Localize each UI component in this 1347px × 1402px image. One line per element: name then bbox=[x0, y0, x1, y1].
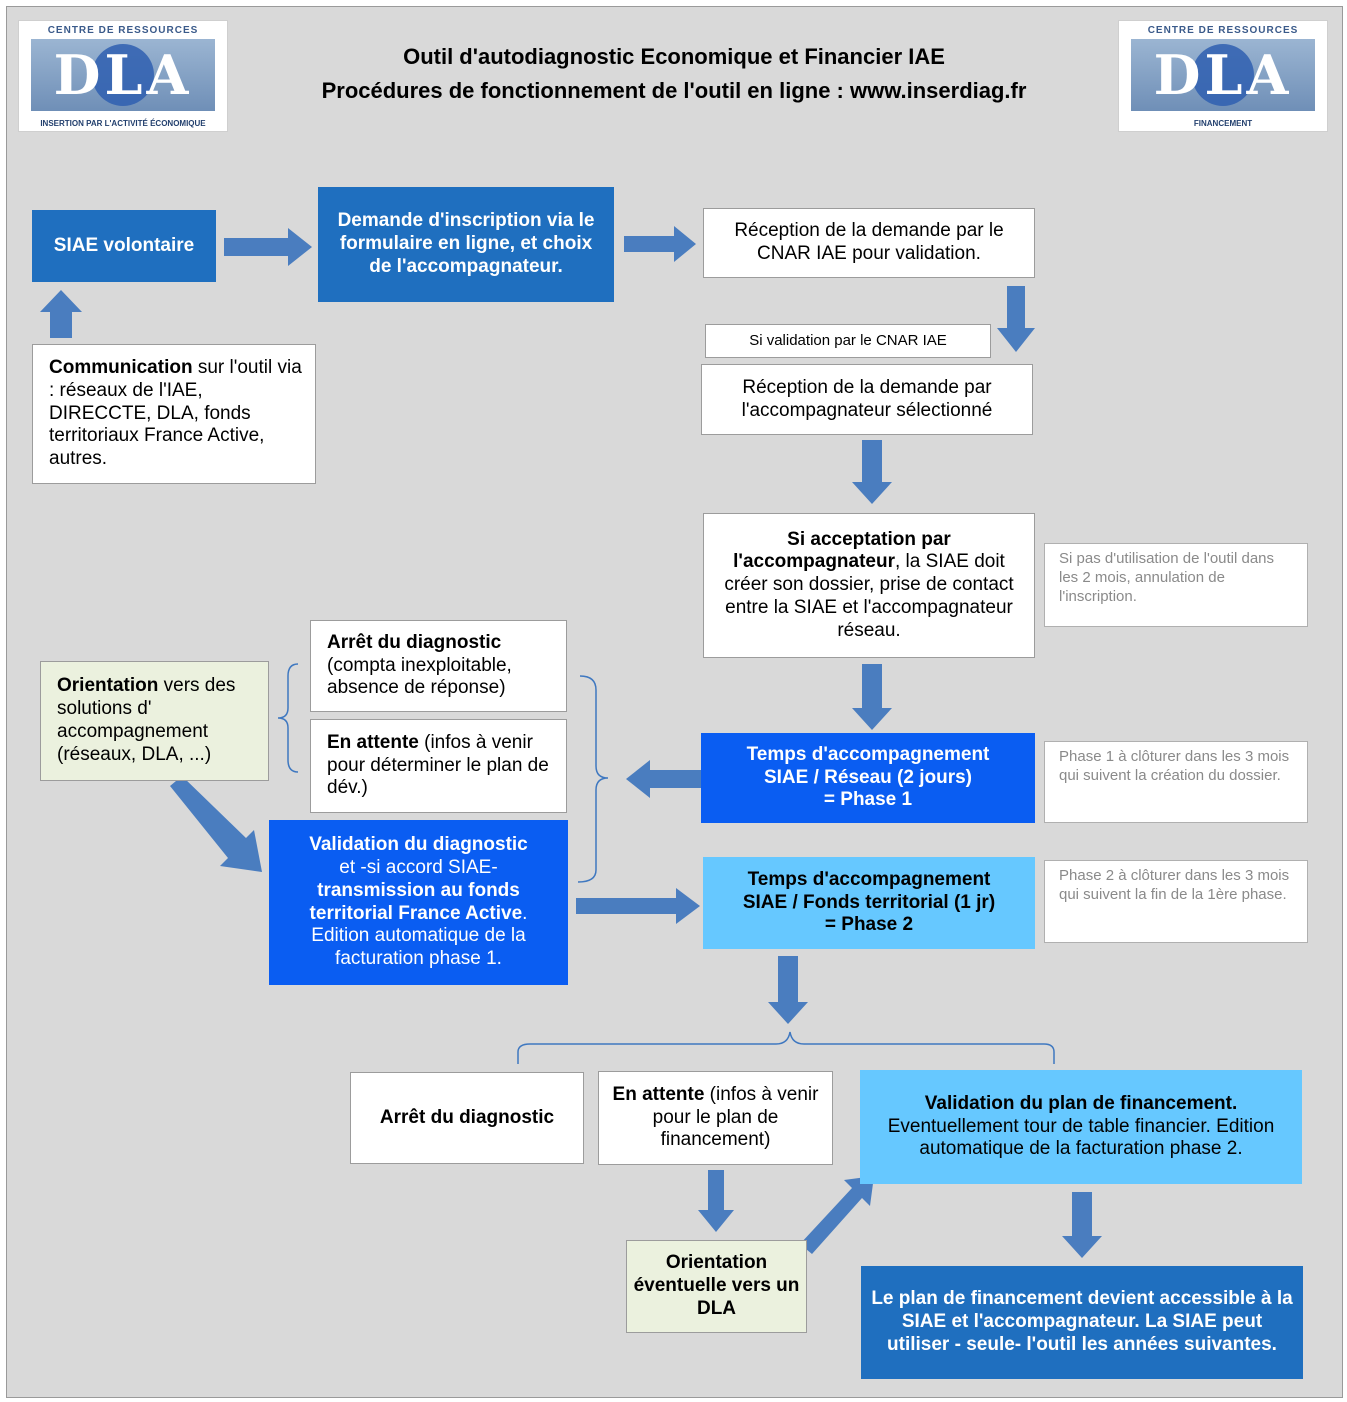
validation-diag-text-2: . Edition automatique de la facturation … bbox=[311, 902, 528, 970]
logo-right-top-text: CENTRE DE RESSOURCES bbox=[1147, 25, 1299, 36]
note-phase1-box: Phase 1 à clôturer dans les 3 mois qui s… bbox=[1044, 741, 1308, 823]
acceptation-bold: Si acceptation par l'accompagnateur bbox=[733, 528, 951, 573]
siae-volontaire-box: SIAE volontaire bbox=[32, 210, 216, 282]
orientation-bold: Orientation bbox=[57, 675, 159, 697]
validation-plan-text: Eventuellement tour de table financier. … bbox=[887, 1115, 1275, 1160]
logo-left-bottom-text: INSERTION PAR L'ACTIVITÉ ÉCONOMIQUE bbox=[40, 119, 206, 128]
phase2-line-3: = Phase 2 bbox=[824, 914, 914, 936]
phase1-box: Temps d'accompagnement SIAE / Réseau (2 … bbox=[701, 733, 1035, 823]
en-attente-box-2: En attente (infos à venir pour le plan d… bbox=[598, 1071, 833, 1165]
logo-left-band: DLA bbox=[31, 39, 215, 111]
arret-1-text: (compta inexploitable, absence de répons… bbox=[327, 654, 512, 699]
communication-text: sur l'outil via : réseaux de l'IAE, DIRE… bbox=[49, 357, 302, 470]
siae-volontaire-label: SIAE volontaire bbox=[53, 234, 195, 256]
plan-accessible-label: Le plan de financement devient accessibl… bbox=[871, 1288, 1293, 1355]
reception-accompagnateur-box: Réception de la demande par l'accompagna… bbox=[701, 364, 1033, 435]
phase1-line-3: = Phase 1 bbox=[823, 789, 913, 811]
arret-diagnostic-box-1: Arrêt du diagnostic (compta inexploitabl… bbox=[310, 620, 567, 712]
acceptation-box: Si acceptation par l'accompagnateur, la … bbox=[703, 513, 1035, 658]
validation-diag-bold-1: Validation du diagnostic bbox=[309, 834, 528, 856]
phase2-line-2: SIAE / Fonds territorial (1 jr) bbox=[742, 891, 996, 913]
logo-left-letters: DLA bbox=[53, 43, 193, 107]
dla-logo-left: CENTRE DE RESSOURCES DLA INSERTION PAR L… bbox=[18, 20, 228, 132]
validation-diag-bold-2: transmission au fonds territorial France… bbox=[309, 879, 523, 924]
phase1-line-1: Temps d'accompagnement bbox=[746, 743, 990, 765]
orientation-dla-label: Orientation éventuelle vers un DLA bbox=[633, 1252, 800, 1319]
communication-bold: Communication bbox=[49, 357, 193, 378]
title-line-2: Procédures de fonctionnement de l'outil … bbox=[321, 78, 1027, 103]
logo-right-bottom-text: FINANCEMENT bbox=[1193, 119, 1253, 128]
note-phase2-box: Phase 2 à clôturer dans les 3 mois qui s… bbox=[1044, 860, 1308, 943]
note-annulation-text: Si pas d'utilisation de l'outil dans les… bbox=[1059, 550, 1275, 605]
orientation-box: Orientation vers des solutions d' accomp… bbox=[40, 661, 269, 781]
validation-plan-box: Validation du plan de financement. Event… bbox=[860, 1070, 1302, 1184]
logo-left-circle bbox=[92, 44, 154, 106]
note-phase1-text: Phase 1 à clôturer dans les 3 mois qui s… bbox=[1059, 748, 1290, 784]
page-title: Outil d'autodiagnostic Economique et Fin… bbox=[224, 40, 1124, 108]
attente-2-bold: En attente bbox=[612, 1083, 705, 1105]
arret-2-label: Arrêt du diagnostic bbox=[379, 1106, 555, 1128]
phase2-line-1: Temps d'accompagnement bbox=[747, 868, 991, 890]
title-line-1: Outil d'autodiagnostic Economique et Fin… bbox=[403, 44, 945, 69]
dla-logo-right: CENTRE DE RESSOURCES DLA FINANCEMENT bbox=[1118, 20, 1328, 132]
si-validation-label: Si validation par le CNAR IAE bbox=[749, 332, 947, 349]
attente-1-text: (infos à venir pour déterminer le plan d… bbox=[327, 731, 549, 799]
validation-diag-text-1: et -si accord SIAE- bbox=[339, 856, 498, 878]
orientation-dla-box: Orientation éventuelle vers un DLA bbox=[626, 1240, 807, 1333]
arret-1-bold: Arrêt du diagnostic bbox=[327, 631, 502, 653]
validation-plan-bold: Validation du plan de financement. bbox=[924, 1092, 1238, 1114]
en-attente-box-1: En attente (infos à venir pour détermine… bbox=[310, 719, 567, 813]
phase2-box: Temps d'accompagnement SIAE / Fonds terr… bbox=[703, 857, 1035, 949]
demande-inscription-label: Demande d'inscription via le formulaire … bbox=[337, 210, 595, 277]
logo-right-circle bbox=[1192, 44, 1254, 106]
si-validation-box: Si validation par le CNAR IAE bbox=[705, 324, 991, 358]
communication-box: Communication sur l'outil via : réseaux … bbox=[32, 344, 316, 484]
attente-2-text: (infos à venir pour le plan de financeme… bbox=[652, 1083, 819, 1151]
logo-left-top-text: CENTRE DE RESSOURCES bbox=[47, 25, 199, 36]
demande-inscription-box: Demande d'inscription via le formulaire … bbox=[318, 187, 614, 302]
orientation-text: vers des solutions d' accompagnement (ré… bbox=[57, 675, 236, 765]
attente-1-bold: En attente bbox=[327, 731, 419, 753]
logo-right-band: DLA bbox=[1131, 39, 1315, 111]
plan-accessible-box: Le plan de financement devient accessibl… bbox=[861, 1266, 1303, 1379]
reception-accompagnateur-label: Réception de la demande par l'accompagna… bbox=[741, 376, 993, 421]
note-annulation-box: Si pas d'utilisation de l'outil dans les… bbox=[1044, 543, 1308, 627]
note-phase2-text: Phase 2 à clôturer dans les 3 mois qui s… bbox=[1059, 867, 1290, 903]
logo-right-letters: DLA bbox=[1153, 43, 1293, 107]
reception-cnar-box: Réception de la demande par le CNAR IAE … bbox=[703, 208, 1035, 278]
acceptation-text: , la SIAE doit créer son dossier, prise … bbox=[724, 551, 1014, 641]
reception-cnar-label: Réception de la demande par le CNAR IAE … bbox=[734, 220, 1004, 264]
arret-diagnostic-box-2: Arrêt du diagnostic bbox=[350, 1072, 584, 1164]
phase1-line-2: SIAE / Réseau (2 jours) bbox=[763, 766, 972, 788]
